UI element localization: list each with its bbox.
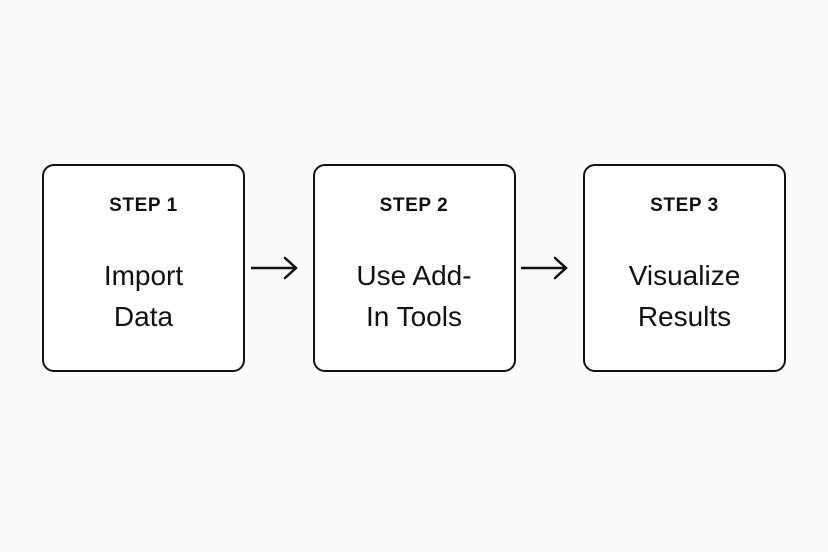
flowchart-row: STEP 1 Import Data STEP 2 Use Add- In To… [42, 164, 786, 372]
step-body-1: Import Data [103, 260, 184, 332]
arrow-right-icon-1 [249, 253, 309, 283]
step-box-1[interactable]: STEP 1 Import Data [42, 164, 245, 372]
arrow-right-icon-2 [519, 253, 579, 283]
step-box-3[interactable]: STEP 3 Visualize Results [583, 164, 786, 372]
step-label-2: STEP 2 [379, 195, 449, 216]
step-label-1: STEP 1 [109, 195, 178, 216]
step-body-2: Use Add- In Tools [356, 260, 472, 332]
step-box-2[interactable]: STEP 2 Use Add- In Tools [312, 164, 516, 372]
step-label-3: STEP 3 [650, 195, 719, 216]
step-body-3: Visualize Results [628, 260, 741, 332]
